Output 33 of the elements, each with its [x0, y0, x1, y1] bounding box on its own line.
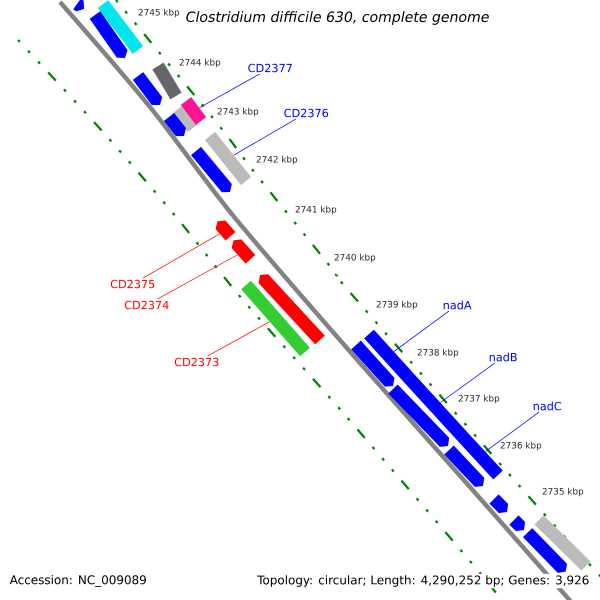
gene-feature	[522, 528, 568, 573]
gene-bar	[364, 330, 413, 382]
leader-line	[394, 310, 450, 352]
leader-line	[234, 118, 296, 156]
gene-bar	[204, 132, 252, 186]
gene-feature	[232, 239, 256, 264]
leader-line	[440, 362, 496, 403]
gene-label: CD2376	[284, 108, 328, 118]
tick-label: 2737 kbp	[458, 394, 500, 404]
gene-label: nadA	[444, 300, 472, 310]
gene-label: CD2375	[110, 280, 154, 288]
genome-info-text: Topology: circular; Length: 4,290,252 bp; Genes: 3,926	[256, 574, 591, 588]
title: Clostridium difficile 630, complete genome	[186, 11, 489, 25]
leader-line	[199, 74, 260, 108]
gene-bar	[180, 97, 206, 125]
tick-label: 2738 kbp	[418, 348, 458, 358]
leader-line	[485, 412, 540, 452]
gene-label: CD2374	[124, 300, 169, 310]
leader-line	[157, 254, 238, 300]
leader-line	[207, 322, 270, 356]
gene-feature	[216, 220, 236, 241]
accession-text: Accession: NC_009089	[10, 575, 146, 587]
gene-label: nadC	[534, 402, 562, 410]
gene-bar	[241, 280, 310, 356]
tick-label: 2736 kbp	[500, 442, 542, 450]
tick-label: 2745 kbp	[138, 8, 180, 18]
tick-label: 2743 kbp	[218, 108, 258, 116]
gene-label: nadB	[490, 352, 517, 362]
gene-label: CD2377	[248, 64, 292, 72]
tick-label: 2735 kbp	[542, 488, 584, 496]
leader-line	[142, 234, 220, 278]
gene-label: CD2373	[174, 358, 218, 366]
tick-label: 2741 kbp	[296, 206, 336, 214]
